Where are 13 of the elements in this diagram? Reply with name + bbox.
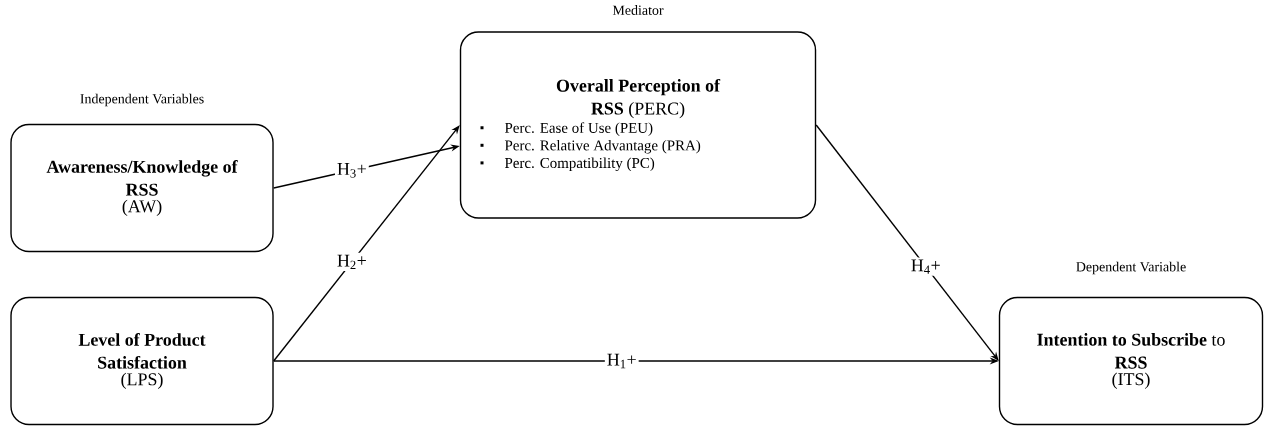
group-label: Mediator — [612, 5, 664, 15]
variable-box: Overall Perception of RSS (PERC) Perc. Ease of Use (PEU) Perc. Relative Advantage (PRA) Perc. Compatibility (PC) — [459, 31, 817, 219]
variable-box: Intention to Subscribe to RSS (ITS) — [998, 296, 1264, 426]
edge-label: H$_{4}$+ — [908, 257, 943, 276]
group-label: Independent Variables — [80, 93, 204, 107]
edge-label: H$_{2}$+ — [334, 252, 369, 272]
group-label: Dependent Variable — [1076, 261, 1186, 275]
variable-box: Awareness/Knowledge of RSS (AW) — [10, 123, 274, 253]
edge-label: H$_{3}$+ — [334, 161, 369, 180]
arrow — [273, 125, 460, 362]
arrow — [815, 124, 999, 361]
edge-label: H$_{1}$+ — [604, 351, 639, 371]
variable-box: Level of Product Satisfaction (LPS) — [10, 296, 274, 426]
